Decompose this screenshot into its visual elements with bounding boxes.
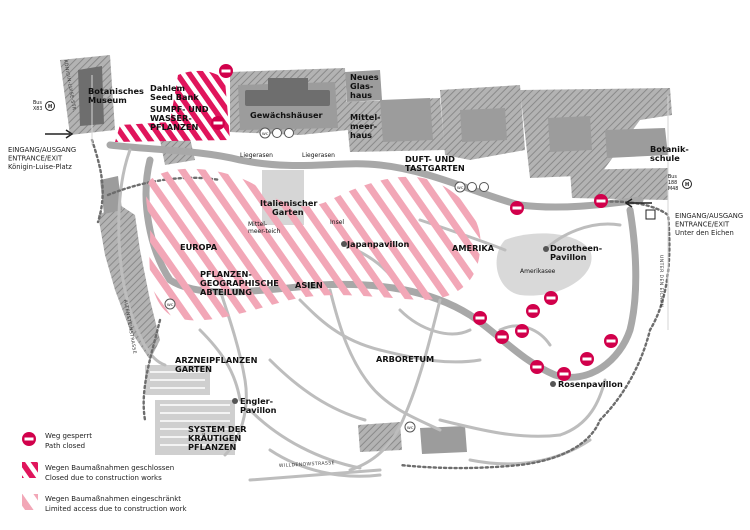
entrance-east-icon [645, 209, 656, 220]
svg-text:Closed due to construction wor: Closed due to construction works [45, 474, 162, 482]
label-amerika: AMERIKA [452, 243, 495, 253]
amerikasee-lake [496, 233, 592, 296]
baby-change-icon [479, 182, 489, 192]
svg-text:H: H [685, 182, 689, 188]
label-insel: Insel [330, 219, 344, 226]
closed-path-icon [22, 432, 36, 446]
bus-stop-icon [45, 101, 55, 111]
facility-icons [272, 128, 489, 192]
legend-closed-path: Weg gesperrt Path closed [22, 432, 92, 450]
label-botanikschule: Botanik-schule [650, 144, 689, 163]
dorotheen-marker [543, 246, 549, 252]
rosenpavillon-marker [550, 381, 556, 387]
closed-path-icon [557, 367, 571, 381]
legend-closed-construction: Wegen Baumaßnahmen geschlossen Closed du… [22, 462, 174, 482]
label-liegerasen-left: Liegerasen [240, 152, 273, 159]
entrance-east: EINGANG/AUSGANG ENTRANCE/EXIT Unter den … [624, 198, 745, 237]
wc-icon: WC [259, 127, 271, 139]
svg-text:WC: WC [167, 302, 174, 307]
engler-marker [232, 398, 238, 404]
japanpavillon-marker [341, 241, 347, 247]
closed-path-icon [544, 291, 558, 305]
label-engler: Engler-Pavillon [240, 396, 277, 415]
svg-text:H: H [48, 104, 52, 110]
label-asien: ASIEN [295, 280, 323, 290]
baby-change-icon [284, 128, 294, 138]
closed-path-icon [473, 311, 487, 325]
perimeter-dotted [90, 138, 104, 224]
svg-text:Path closed: Path closed [45, 442, 85, 450]
label-gewaechshaeuser: Gewächshäuser [250, 110, 324, 120]
closed-path-icon [530, 360, 544, 374]
label-mittelmeerhaus: Mittel-meer-haus [350, 112, 381, 140]
closed-path-icon [211, 116, 225, 130]
dense-hatch-swatch [22, 462, 38, 478]
closed-path-icon [219, 64, 233, 78]
wheelchair-icon [467, 182, 477, 192]
herb-beds [145, 365, 235, 455]
label-dorotheen: Dorotheen-Pavillon [550, 243, 602, 262]
road-unter-den-eichen: UNTER DEN EICHEN [658, 255, 664, 307]
svg-text:WC: WC [262, 131, 269, 136]
roads [91, 75, 669, 330]
closed-path-icon [495, 330, 509, 344]
legend-limited-construction: Wegen Baumaßnahmen eingeschränkt Limited… [22, 494, 187, 513]
closed-path-icon [510, 201, 524, 215]
legend: Weg gesperrt Path closed Wegen Baumaßnah… [22, 432, 187, 513]
svg-text:Wegen Baumaßnahmen geschlossen: Wegen Baumaßnahmen geschlossen [45, 464, 174, 472]
wheelchair-icon [272, 128, 282, 138]
light-hatch-swatch [22, 494, 38, 510]
entrance-west-text: EINGANG/AUSGANG ENTRANCE/EXIT Königin-Lu… [8, 146, 78, 171]
label-liegerasen-right: Liegerasen [302, 152, 335, 159]
label-mittelmeerteich: Mittel-meer-teich [248, 221, 280, 235]
road-willdenowstrasse: WILLDENOWSTRASSE [279, 460, 335, 469]
label-europa: EUROPA [180, 242, 218, 252]
svg-text:Limited access due to construc: Limited access due to construction work [45, 505, 187, 513]
closed-path-icon [515, 324, 529, 338]
surrounding-buildings [60, 55, 672, 455]
label-arboretum: ARBORETUM [376, 354, 434, 364]
svg-text:Wegen Baumaßnahmen eingeschrän: Wegen Baumaßnahmen eingeschränkt [45, 495, 181, 503]
limited-access-zone [145, 168, 481, 321]
svg-text:Weg gesperrt: Weg gesperrt [45, 432, 92, 440]
closed-path-markers [211, 64, 618, 381]
label-japanpavillon: Japanpavillon [346, 239, 410, 249]
svg-text:WC: WC [457, 185, 464, 190]
wc-icon: WC [404, 421, 416, 433]
label-rosenpavillon: Rosenpavillon [558, 379, 623, 389]
entrance-east-text: EINGANG/AUSGANG ENTRANCE/EXIT Unter den … [675, 212, 745, 237]
closed-construction-zone [115, 70, 230, 142]
bus-stop-icon [682, 179, 692, 189]
label-amerikasee: Amerikasee [520, 268, 556, 275]
wc-icon: WC [454, 181, 466, 193]
wc-markers: WC WC WC WC [164, 127, 466, 433]
closed-path-icon [526, 304, 540, 318]
closed-path-icon [604, 334, 618, 348]
pavilion-markers [232, 241, 556, 404]
entrance-west: EINGANG/AUSGANG ENTRANCE/EXIT Königin-Lu… [8, 129, 78, 171]
closed-path-icon [594, 194, 608, 208]
closed-path-icon [580, 352, 594, 366]
wc-icon: WC [164, 298, 176, 310]
svg-text:WC: WC [407, 425, 414, 430]
